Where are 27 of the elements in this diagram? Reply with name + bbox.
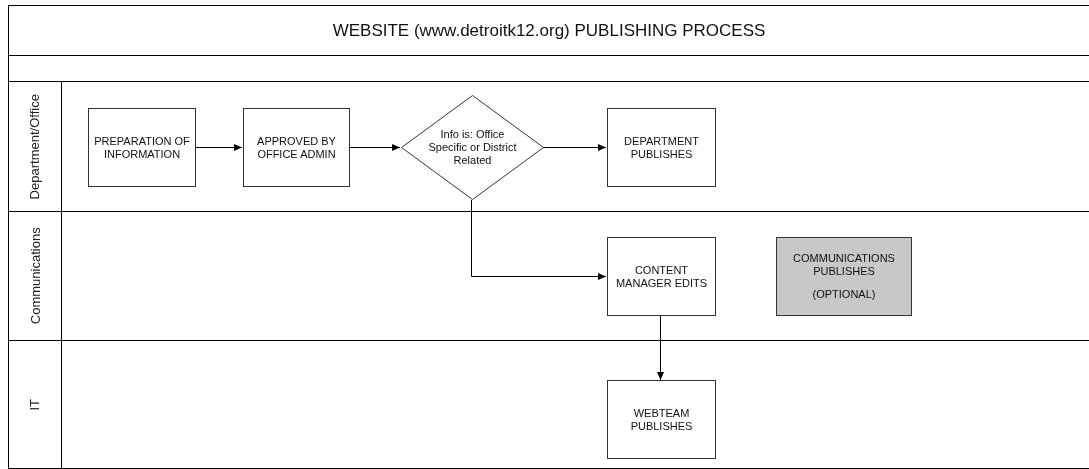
process-box <box>607 237 716 316</box>
arrow <box>657 315 664 381</box>
lane-label: Department/Office <box>26 93 44 200</box>
process-box <box>243 108 350 187</box>
node-text: WEBTEAM PUBLISHES <box>629 406 694 433</box>
process-box <box>776 237 912 316</box>
decision-diamond <box>401 95 544 200</box>
node-text: APPROVED BY OFFICE ADMIN <box>256 134 337 161</box>
swimlane <box>8 82 1089 212</box>
arrow <box>348 144 401 151</box>
node-text: (OPTIONAL) <box>812 288 876 301</box>
swimlane <box>8 341 1089 469</box>
process-box <box>607 380 716 459</box>
node-text: COMMUNICATIONS PUBLISHES <box>792 252 896 278</box>
arrow <box>194 144 243 151</box>
process-box <box>88 108 196 187</box>
diagram-title: WEBSITE (www.detroitk12.org) PUBLISHING PROCESS <box>332 19 766 42</box>
swimlane <box>8 212 1089 341</box>
node-text: Info is: Office Specific or District Related <box>427 128 518 167</box>
process-box <box>607 108 716 187</box>
arrow <box>542 144 607 151</box>
node-text: PREPARATION OF INFORMATION <box>93 134 191 161</box>
arrow <box>471 199 607 280</box>
lane-label: Communications <box>26 227 44 325</box>
node-text: DEPARTMENT PUBLISHES <box>623 134 700 161</box>
lane-label: IT <box>26 398 44 411</box>
node-text: CONTENT MANAGER EDITS <box>614 263 709 290</box>
